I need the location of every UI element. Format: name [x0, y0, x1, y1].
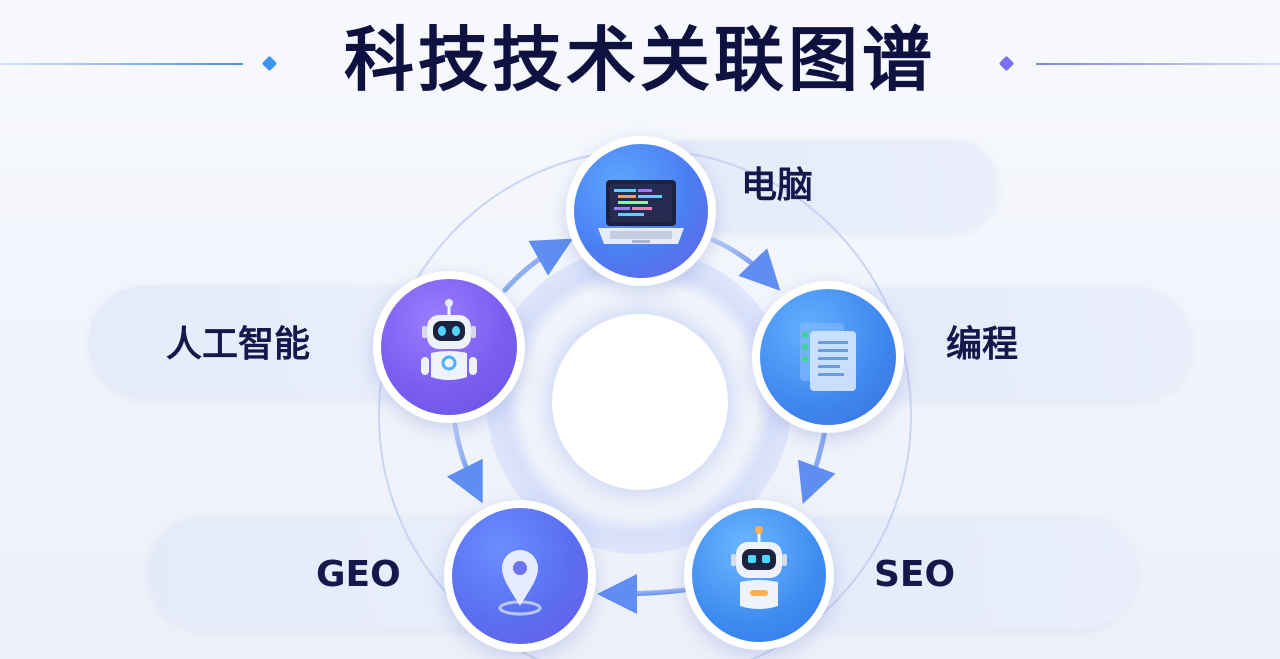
node-label-computer: 电脑 — [741, 165, 814, 206]
title-divider-right — [1036, 63, 1280, 65]
node-programming — [752, 281, 904, 433]
laptop-icon — [598, 180, 684, 244]
node-seo — [684, 500, 834, 650]
node-computer — [566, 136, 716, 286]
document-icon — [800, 323, 856, 391]
arrow-programming-to-seo — [798, 422, 836, 505]
arrow-ai-to-computer — [502, 238, 574, 293]
title-divider-left — [0, 63, 243, 65]
node-geo — [444, 500, 596, 652]
robot-icon — [731, 526, 787, 609]
center-circle — [552, 314, 728, 490]
node-label-seo: SEO — [874, 554, 956, 595]
arrow-computer-to-programming — [710, 237, 781, 291]
node-label-programming: 编程 — [946, 324, 1019, 365]
arrow-geo-to-ai — [446, 422, 483, 504]
arrow-seo-to-geo — [597, 573, 687, 614]
node-ai — [373, 271, 525, 423]
page-title: 科技技术关联图谱 — [344, 19, 936, 101]
node-label-geo: GEO — [316, 554, 401, 595]
robot-icon — [421, 299, 477, 380]
location-pin-icon — [498, 550, 542, 616]
node-label-ai: 人工智能 — [166, 324, 311, 365]
